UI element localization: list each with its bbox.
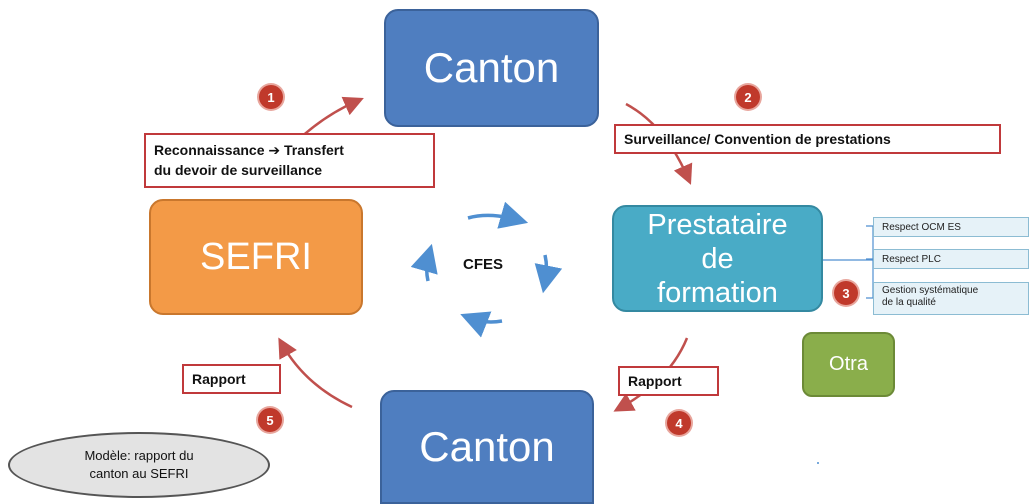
- step-4-badge: 4: [667, 411, 691, 435]
- surveillance-label: Surveillance/ Convention de prestations: [614, 124, 1001, 154]
- prestataire-label: Prestataire de formation: [647, 208, 788, 309]
- canton-bottom-node: Canton: [380, 390, 594, 504]
- step-5-badge: 5: [258, 408, 282, 432]
- canton-bottom-label: Canton: [419, 423, 555, 470]
- canton-top-node: Canton: [384, 9, 599, 127]
- quality-item-gestion-line1: Gestion systématique: [882, 285, 979, 296]
- cfes-label: CFES: [463, 256, 504, 273]
- step-2-badge: 2: [736, 85, 760, 109]
- model-line1: Modèle: rapport du: [84, 448, 194, 463]
- prestataire-node: Prestataire de formation: [612, 205, 823, 312]
- reconnaissance-label: Reconnaissance ➔ Transfert du devoir de …: [144, 133, 435, 188]
- step-1-badge: 1: [259, 85, 283, 109]
- rapport-left-label: Rapport: [182, 364, 281, 394]
- quality-item-gestion: Gestion systématique de la qualité: [873, 282, 1029, 315]
- sefri-label: SEFRI: [200, 235, 312, 278]
- cfes-arrow-right: [534, 254, 563, 294]
- rapport-right-label: Rapport: [618, 366, 719, 396]
- canton-top-label: Canton: [423, 44, 560, 91]
- reconnaissance-line2: du devoir de surveillance: [154, 162, 323, 178]
- sefri-node: SEFRI: [149, 199, 363, 315]
- model-line2: canton au SEFRI: [89, 466, 189, 481]
- model-ellipse: Modèle: rapport du canton au SEFRI: [8, 432, 270, 498]
- quality-item-plc: Respect PLC: [873, 249, 1029, 269]
- arrow-canton-to-sefri: [278, 337, 353, 409]
- step-3-badge: 3: [834, 281, 858, 305]
- cfes-arrow-bottom: [460, 311, 503, 338]
- quality-item-gestion-line2: de la qualité: [882, 297, 936, 308]
- cfes-arrow-top: [467, 201, 529, 229]
- otra-node: Otra: [802, 332, 895, 397]
- quality-item-ocm: Respect OCM ES: [873, 217, 1029, 237]
- reconnaissance-line1: Reconnaissance ➔ Transfert: [154, 142, 344, 158]
- cfes-arrow-left: [410, 243, 438, 282]
- otra-label: Otra: [829, 353, 868, 375]
